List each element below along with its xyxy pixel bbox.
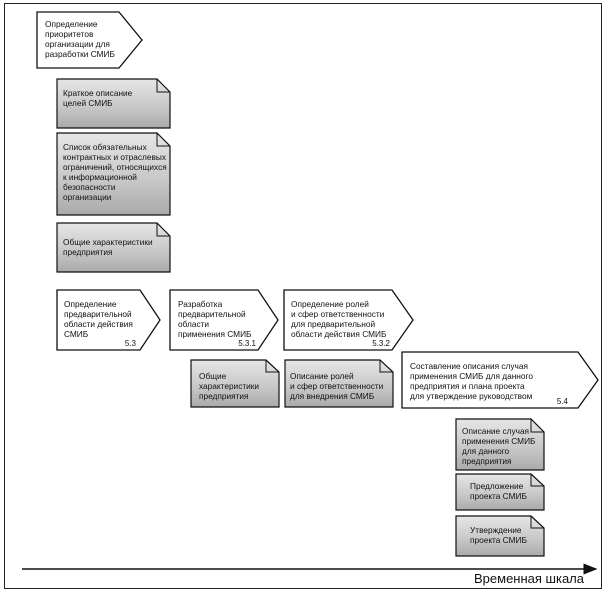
document-label-roles: Описание ролей и сфер ответственности дл… bbox=[290, 371, 384, 401]
document-label-goals: Краткое описание целей СМИБ bbox=[63, 88, 133, 108]
process-number-5-3-2: 5.3.2 bbox=[372, 339, 390, 348]
process-shape-5-3-1 bbox=[169, 289, 279, 351]
process-number-5-3-1: 5.3.1 bbox=[238, 339, 256, 348]
document-shape-obligations bbox=[56, 132, 171, 216]
document-shape-characteristics-2 bbox=[190, 359, 280, 408]
document-shape-use-case bbox=[455, 418, 545, 471]
document-shape-approval bbox=[455, 515, 545, 557]
timeline-label: Временная шкала bbox=[474, 571, 584, 586]
document-label-approval: Утверждение проекта СМИБ bbox=[470, 525, 527, 545]
document-label-characteristics-2: Общие характеристики предприятия bbox=[199, 371, 260, 401]
process-shape-5-4 bbox=[401, 351, 599, 409]
process-shape-5-3 bbox=[56, 289, 161, 351]
document-label-obligations: Список обязательных контрактных и отрасл… bbox=[63, 142, 167, 202]
document-shape-roles bbox=[284, 359, 394, 408]
document-label-use-case: Описание случая применения СМИБ для данн… bbox=[462, 426, 536, 466]
diagram-frame bbox=[4, 3, 602, 589]
process-label-5-3-2: Определение ролей и сфер ответственности… bbox=[291, 299, 387, 339]
process-shape-5-3-2 bbox=[283, 289, 414, 351]
document-shape-proposal bbox=[455, 473, 545, 511]
process-label-5-3: Определение предварительной области дейс… bbox=[64, 299, 133, 339]
process-label-5-3-1: Разработка предварительной области приме… bbox=[178, 299, 252, 339]
document-label-proposal: Предложение проекта СМИБ bbox=[470, 481, 527, 501]
process-label-5-4: Составление описания случая применения С… bbox=[410, 361, 533, 401]
process-number-5-4: 5.4 bbox=[556, 397, 568, 406]
document-shape-goals bbox=[56, 78, 171, 129]
process-shape-top bbox=[36, 11, 143, 69]
process-number-5-3: 5.3 bbox=[124, 339, 136, 348]
document-shape-characteristics bbox=[56, 222, 171, 273]
document-label-characteristics: Общие характеристики предприятия bbox=[63, 237, 153, 257]
process-label-priorities: Определение приоритетов организации для … bbox=[45, 19, 115, 59]
